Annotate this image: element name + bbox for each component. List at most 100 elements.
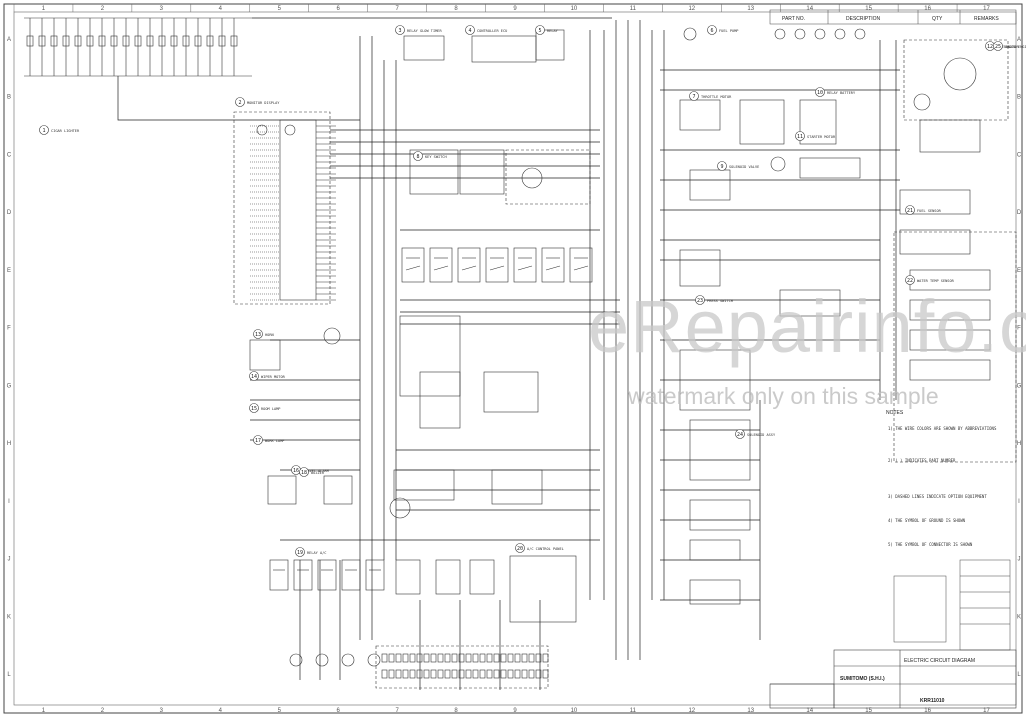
callout-circle: [465, 25, 475, 35]
parts-table-part-no: PART NO.: [782, 16, 805, 22]
fuse: [110, 35, 118, 47]
connector-pin: [500, 669, 507, 679]
controller-ecu: [403, 29, 591, 205]
relay-contact: [489, 265, 505, 271]
callout-number: 13: [255, 332, 261, 338]
callout-number: 11: [797, 134, 803, 140]
callout-label: FUEL PUMP: [719, 29, 738, 33]
connector-pin: [381, 653, 388, 663]
sheet-border: [3, 3, 1023, 714]
connector-pin: [507, 669, 514, 679]
notes-block: NOTES 1) THE WIRE COLORS ARE SHOWN BY AB…: [886, 410, 1011, 651]
callout-label: KEY SWITCH: [425, 155, 447, 159]
grid-row-label: A: [1017, 37, 1021, 43]
ac-motor: [341, 653, 355, 667]
callout-label: PRESS SWITCH: [707, 299, 733, 303]
grid-column-label: 9: [513, 708, 517, 714]
fuse: [122, 35, 130, 47]
callout-circle: [295, 547, 305, 557]
switch-panels: [249, 315, 543, 519]
grid-column-label: 9: [513, 6, 517, 12]
callout-circle: [717, 161, 727, 171]
callout-label: ROOM LAMP: [261, 407, 280, 411]
callout-number: 4: [468, 28, 471, 34]
callout-label: A/C CONTROL PANEL: [527, 547, 564, 551]
callout-number: 8: [416, 154, 419, 160]
grid-column-label: 5: [278, 708, 282, 714]
callout-circle: [395, 25, 405, 35]
parts-table-description: DESCRIPTION: [846, 16, 881, 22]
callout-number: 24: [737, 432, 743, 438]
connector-pin: [507, 653, 514, 663]
relay: [401, 247, 425, 283]
fuse: [26, 35, 34, 47]
grid-column-label: 16: [924, 6, 931, 12]
relay: [513, 247, 537, 283]
grid-column-label: 4: [219, 708, 223, 714]
connector-pin: [465, 653, 472, 663]
grid-labels: 1122334455667788991010111112121313141415…: [7, 4, 1022, 714]
relay: [569, 247, 593, 283]
relay-contact: [545, 265, 561, 271]
callout-circle: [707, 25, 717, 35]
connector-pin: [388, 653, 395, 663]
relay: [457, 247, 481, 283]
callout-number: 12: [987, 44, 993, 50]
connector-pin: [451, 669, 458, 679]
grid-row-label: C: [7, 152, 12, 158]
connector-pin: [402, 653, 409, 663]
grid-row-label: K: [7, 614, 11, 620]
connector-pin: [479, 653, 486, 663]
connector-pin: [430, 669, 437, 679]
connector-pin: [542, 669, 549, 679]
callout-number: 9: [720, 164, 723, 170]
connector-pin: [521, 669, 528, 679]
relay-contact: [433, 265, 449, 271]
callout-number: 6: [710, 28, 713, 34]
drawing-number: KRR11010: [920, 698, 945, 704]
grid-column-label: 17: [983, 6, 990, 12]
connector-pin: [409, 653, 416, 663]
watermark-subtitle: watermark only on this sample: [627, 383, 939, 409]
callout-circle: [695, 295, 705, 305]
fuse: [62, 35, 70, 47]
fuse: [98, 35, 106, 47]
grid-row-label: L: [1017, 672, 1021, 678]
callout-label: SOLENOID VALVE: [729, 165, 759, 169]
note-line: 1) THE WIRE COLORS ARE SHOWN BY ABBREVIA…: [888, 426, 997, 431]
callout-label: WORK LAMP: [265, 439, 284, 443]
callout-label: CONTROLLER ECU: [477, 29, 507, 33]
fuse: [182, 35, 190, 47]
connector-pin: [472, 669, 479, 679]
monitor-display: [233, 111, 336, 305]
grid-row-label: F: [1017, 326, 1021, 332]
connector-pin: [528, 653, 535, 663]
fuse: [86, 35, 94, 47]
callout-label: HORN: [265, 333, 274, 337]
inner-frame: [13, 11, 1017, 706]
connector-pin: [514, 669, 521, 679]
relay-bank: [401, 247, 593, 283]
callout-label: SOLENOID ASSY: [747, 433, 776, 437]
callout-number: 2: [238, 100, 241, 106]
callout-label: THROTTLE MOTOR: [701, 95, 732, 99]
callout-label: STARTER MOTOR: [807, 135, 836, 139]
callout-number: 25: [995, 44, 1001, 50]
relay: [485, 247, 509, 283]
ac-relay: [341, 559, 361, 591]
callout-circle: [815, 87, 825, 97]
grid-column-label: 12: [688, 708, 695, 714]
grid-column-label: 17: [983, 708, 990, 714]
fuse: [158, 35, 166, 47]
ac-motor: [289, 653, 303, 667]
callout-circle: [905, 205, 915, 215]
callout-circle: [249, 403, 259, 413]
callout-label: ALTERNATOR: [997, 45, 1019, 49]
grid-column-label: 2: [101, 6, 105, 12]
callout-number: 10: [817, 90, 823, 96]
callout-circle: [689, 91, 699, 101]
callout-label: AUDIO ENGINE: [1005, 45, 1026, 49]
callout-label: RELAY BATTERY: [827, 91, 856, 95]
